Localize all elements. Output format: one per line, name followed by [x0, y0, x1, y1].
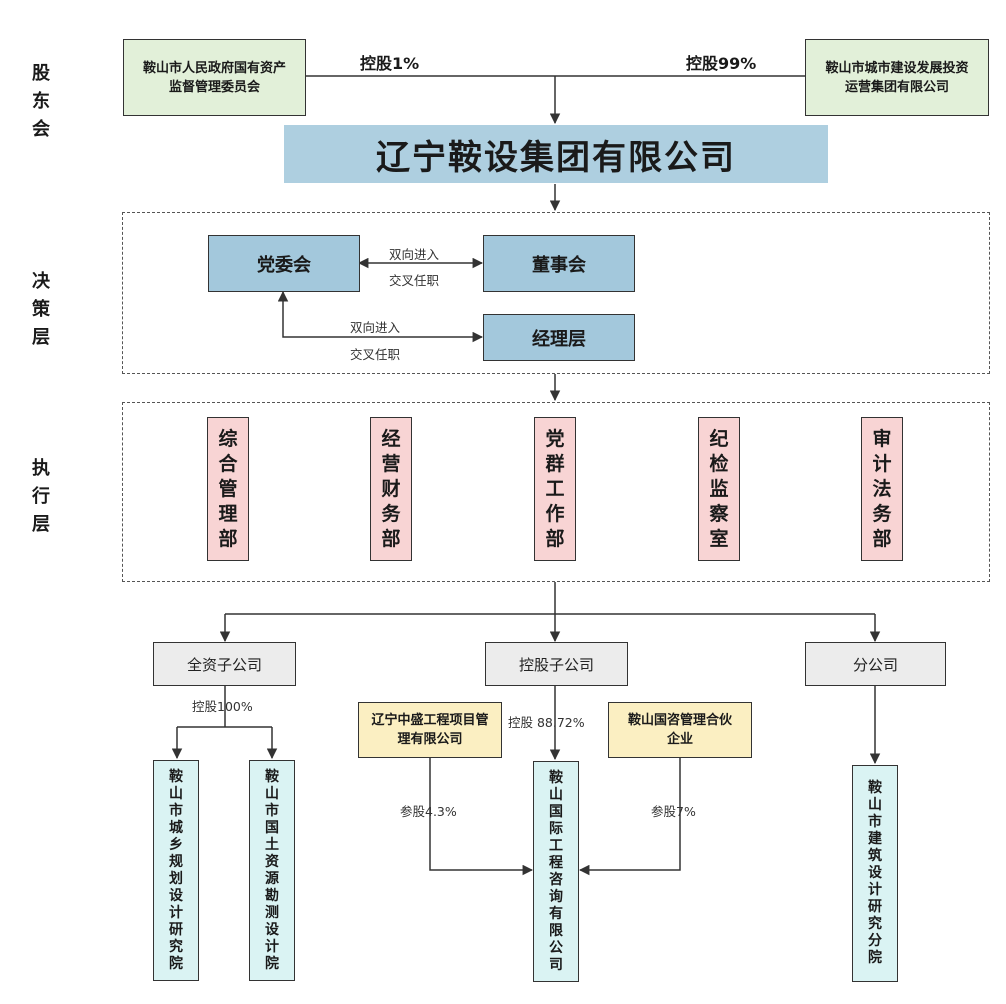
department-business-finance: 经营财务部 [370, 417, 412, 561]
decision-layer-frame [122, 212, 990, 374]
partner-zhongsheng-line2: 理有限公司 [397, 732, 463, 747]
partner2-link [578, 758, 681, 876]
link1-label-line2: 交叉任职 [389, 273, 440, 288]
shareholder-urban-line1: 鞍山市城市建设发展投资 [825, 60, 969, 76]
stake-partner2: 参股7% [651, 804, 696, 819]
subsidiary-urban-rural-planning: 鞍山市城乡规划设计研究院 [153, 760, 199, 981]
company-title: 辽宁鞍设集团有限公司 [284, 125, 828, 183]
management-team: 经理层 [483, 314, 635, 361]
shareholder-sasac-line2: 监督管理委员会 [168, 79, 260, 95]
link2-label-line1: 双向进入 [350, 320, 401, 335]
branch-architecture-design: 鞍山市建筑设计研究分院 [852, 765, 898, 982]
stake-urban-construction: 控股99% [686, 54, 757, 73]
stake-holding: 控股 88.72% [508, 715, 585, 730]
subsidiary-international-consulting: 鞍山国际工程咨询有限公司 [533, 761, 579, 982]
partner-zhongsheng: 辽宁中盛工程项目管 理有限公司 [358, 702, 502, 758]
subsidiary-land-resources-survey: 鞍山市国土资源勘测设计院 [249, 760, 295, 981]
stake-wholly-owned: 控股100% [192, 699, 253, 714]
shareholder-urban-line2: 运营集团有限公司 [844, 79, 949, 95]
partner-zhongsheng-line1: 辽宁中盛工程项目管 [371, 713, 489, 728]
party-management-link [277, 290, 484, 343]
party-committee: 党委会 [208, 235, 360, 292]
stake-partner1: 参股4.3% [400, 804, 457, 819]
category-holding: 控股子公司 [485, 642, 628, 686]
department-party-affairs: 党群工作部 [534, 417, 576, 561]
shareholder-sasac-line1: 鞍山市人民政府国有资产 [142, 60, 286, 76]
partner-guozi-line1: 鞍山国咨管理合伙 [627, 713, 732, 728]
layer-label-execution: 执行层 [32, 458, 50, 535]
link2-label-line2: 交叉任职 [350, 347, 401, 362]
execution-layer-frame [122, 402, 990, 582]
shareholder-urban-construction: 鞍山市城市建设发展投资 运营集团有限公司 [805, 39, 989, 116]
partner-guozi: 鞍山国咨管理合伙 企业 [608, 702, 752, 758]
category-branch: 分公司 [805, 642, 946, 686]
department-audit-legal: 审计法务部 [861, 417, 903, 561]
category-wholly-owned: 全资子公司 [153, 642, 296, 686]
partner-guozi-line2: 企业 [666, 732, 693, 747]
link1-label-line1: 双向进入 [389, 247, 440, 262]
shareholder-sasac: 鞍山市人民政府国有资产 监督管理委员会 [123, 39, 306, 116]
layer-label-decision: 决策层 [32, 271, 50, 348]
department-general-management: 综合管理部 [207, 417, 249, 561]
stake-sasac: 控股1% [360, 54, 420, 73]
board-of-directors: 董事会 [483, 235, 635, 292]
partner1-link [429, 758, 534, 876]
layer-label-shareholders: 股东会 [32, 63, 50, 140]
department-discipline-inspection: 纪检监察室 [698, 417, 740, 561]
